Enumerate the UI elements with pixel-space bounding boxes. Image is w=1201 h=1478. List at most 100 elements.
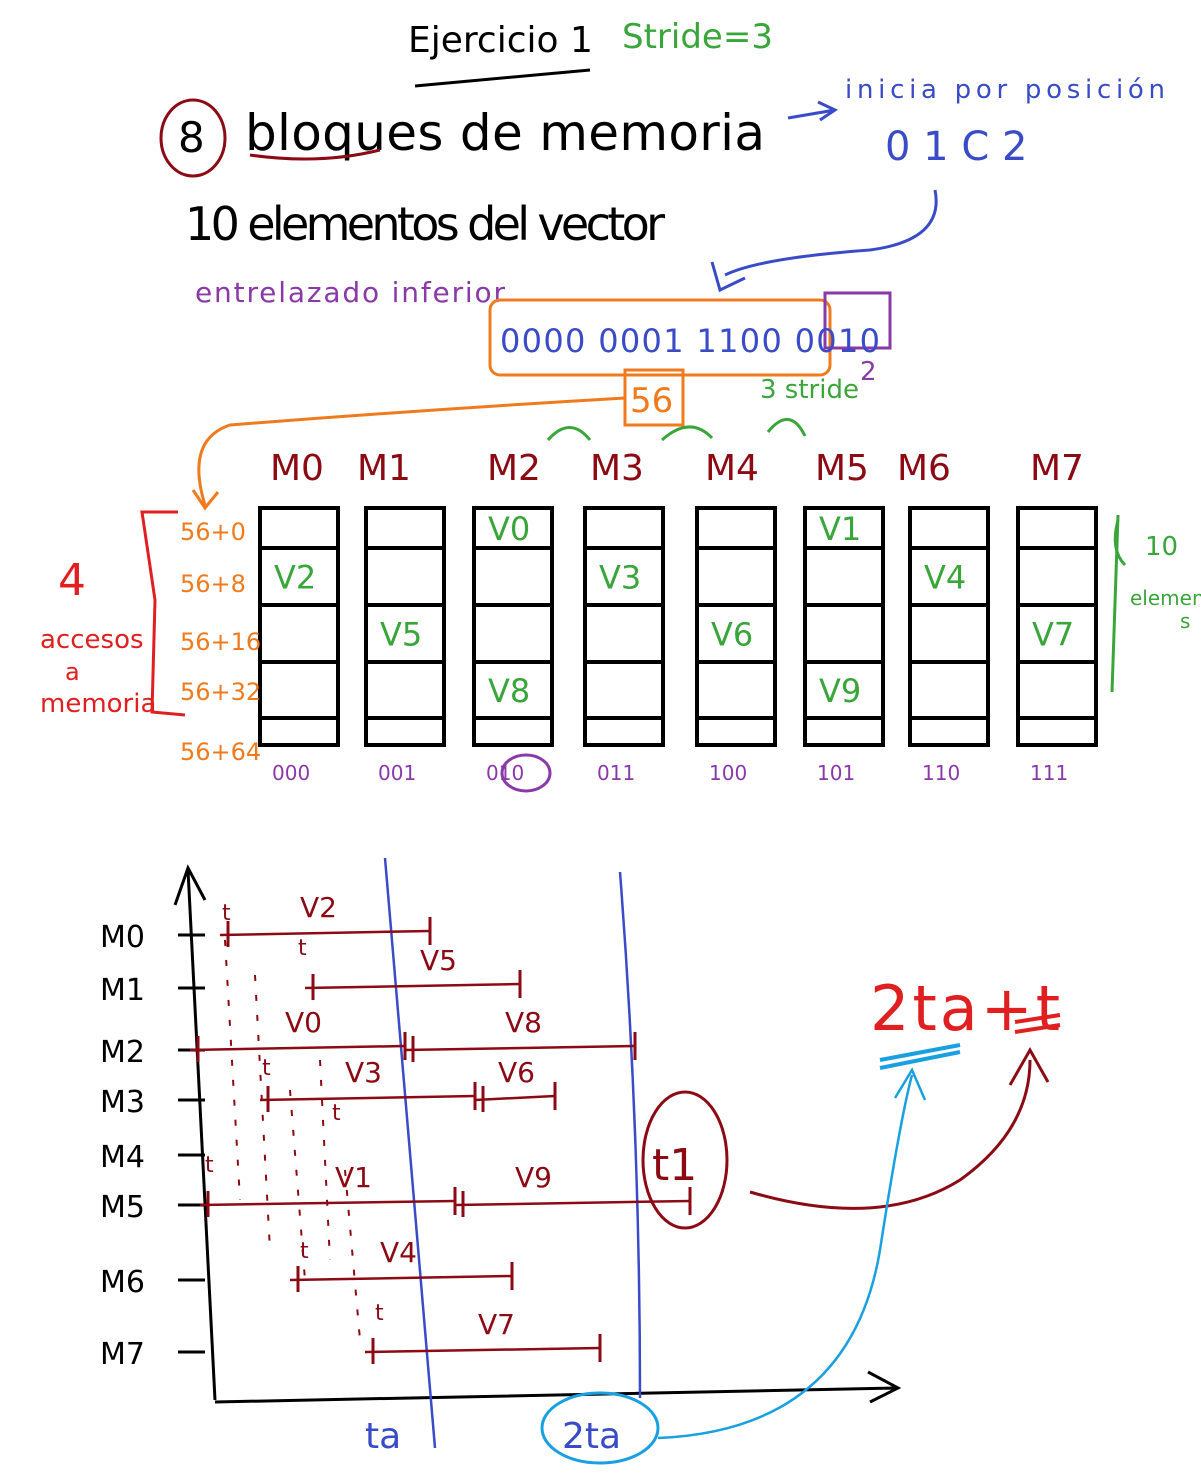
timeline-label-m1: M1 — [100, 973, 145, 1008]
cell-v1: V1 — [819, 510, 861, 548]
module-column-m3 — [583, 506, 665, 747]
row-address-3: 56+32 — [180, 678, 261, 706]
num-blocks: 8 — [178, 113, 205, 162]
module-header-m0: M0 — [270, 448, 324, 489]
timeline-bar-label-v3: V3 — [345, 1056, 382, 1089]
module-header-m2: M2 — [487, 448, 541, 489]
cell-v4: V4 — [924, 559, 966, 597]
row-address-2: 56+16 — [180, 628, 261, 656]
timeline-bar-label-v7: V7 — [478, 1308, 515, 1341]
module-bits-m4: 100 — [709, 761, 747, 785]
cell-v6: V6 — [711, 616, 753, 654]
cell-v0: V0 — [488, 510, 530, 548]
exercise-title: Ejercicio 1 — [408, 20, 593, 61]
time-mark-t: t — [300, 1239, 309, 1264]
timeline-bar-label-v5: V5 — [420, 944, 457, 977]
time-mark-t: t — [222, 901, 231, 926]
timeline-label-m0: M0 — [100, 920, 145, 955]
row-address-1: 56+8 — [180, 570, 246, 598]
elements-note-count: 10 — [1145, 532, 1178, 562]
module-bits-m6: 110 — [922, 761, 960, 785]
module-bits-m5: 101 — [817, 761, 855, 785]
num-blocks-circle — [159, 98, 227, 178]
module-column-m1 — [364, 506, 446, 747]
timeline-dotted-guide — [224, 939, 241, 1201]
timeline-bar-v3 — [259, 1094, 476, 1102]
start-note: inicia por posición — [845, 75, 1165, 105]
elements-note-word: elemento — [1130, 586, 1201, 610]
base-box — [623, 368, 685, 427]
module-bits-m3: 011 — [597, 761, 635, 785]
result-formula: 2ta+t — [870, 972, 1060, 1045]
timeline-dotted-guide — [289, 1089, 306, 1281]
t1-label: t1 — [652, 1140, 697, 1191]
address-box — [488, 298, 832, 377]
module-bits-m1: 001 — [378, 761, 416, 785]
module-header-m1: M1 — [357, 448, 411, 489]
row-address-4: 56+64 — [180, 738, 261, 766]
cell-v5: V5 — [380, 616, 422, 654]
timeline-bar-label-v9: V9 — [515, 1161, 552, 1194]
time-mark-t: t — [332, 1101, 341, 1126]
two-ta-line — [618, 871, 642, 1399]
memory-modules-grid: M0000M1001M2010M3011M4100M5101M6110M7111… — [258, 448, 1098, 793]
ta-line — [383, 857, 437, 1449]
timeline-label-m5: M5 — [100, 1190, 145, 1225]
time-mark-t: t — [262, 1056, 271, 1081]
module-bits-m7: 111 — [1030, 761, 1068, 785]
timeline-bar-label-v8: V8 — [505, 1006, 542, 1039]
low-bits-box — [823, 291, 892, 350]
elements-note-s: s — [1180, 609, 1190, 633]
cell-v3: V3 — [599, 559, 641, 597]
timeline-label-m4: M4 — [100, 1140, 145, 1175]
stride-arcs — [546, 418, 807, 442]
start-bits: 0 1 C 2 — [885, 124, 1027, 170]
timeline-dotted-guide — [319, 1059, 331, 1261]
stride-label: 3 stride — [760, 375, 859, 405]
cell-v8: V8 — [488, 672, 530, 710]
module-header-m5: M5 — [815, 448, 869, 489]
timeline-label-m3: M3 — [100, 1085, 145, 1120]
two-ta-label: 2ta — [562, 1416, 621, 1457]
access-bracket — [140, 510, 186, 717]
timeline-label-m2: M2 — [100, 1035, 145, 1070]
title-underline — [414, 68, 591, 88]
timeline-label-m6: M6 — [100, 1265, 145, 1300]
timeline-bar-v2 — [219, 929, 431, 937]
elements-line: 10 elementos del vector — [185, 197, 665, 251]
timeline-bar-v6 — [474, 1094, 556, 1102]
interleave-note: entrelazado inferior — [195, 276, 505, 309]
module-column-m2 — [472, 506, 554, 747]
module-bits-highlight — [500, 753, 552, 793]
module-bits-m0: 000 — [272, 761, 310, 785]
address-bits: 0000 0001 1100 0010 — [500, 322, 880, 360]
t1-arrow — [749, 1046, 1050, 1210]
blocks-underline — [249, 148, 381, 161]
timeline-bar-v5 — [304, 982, 521, 990]
time-mark-t: t — [298, 936, 307, 961]
access-note-memory: memoria — [40, 689, 156, 719]
result-underline-red — [1014, 1013, 1061, 1034]
timeline-bar-label-v6: V6 — [498, 1056, 535, 1089]
access-note-word: accesos — [40, 625, 144, 655]
timeline-bar-label-v4: V4 — [380, 1236, 417, 1269]
timeline-x-axis — [214, 1370, 902, 1404]
blue-connector-arrow — [710, 189, 938, 293]
timeline-bar-v8 — [404, 1044, 636, 1052]
row-address-0: 56+0 — [180, 518, 246, 546]
base-value: 56 — [630, 381, 673, 421]
cyan-arrow — [657, 1067, 927, 1440]
cell-v7: V7 — [1032, 616, 1074, 654]
module-column-m5 — [803, 506, 885, 747]
stride-note: Stride=3 — [622, 17, 773, 57]
time-mark-t: t — [205, 1153, 214, 1178]
module-header-m3: M3 — [590, 448, 644, 489]
module-header-m4: M4 — [705, 448, 759, 489]
module-column-m4 — [695, 506, 777, 747]
module-column-m6 — [908, 506, 990, 747]
timeline-bar-label-v0: V0 — [285, 1006, 322, 1039]
timeline-bar-label-v1: V1 — [335, 1161, 372, 1194]
low-bits-value: 2 — [860, 357, 877, 387]
two-ta-circle — [540, 1391, 660, 1465]
